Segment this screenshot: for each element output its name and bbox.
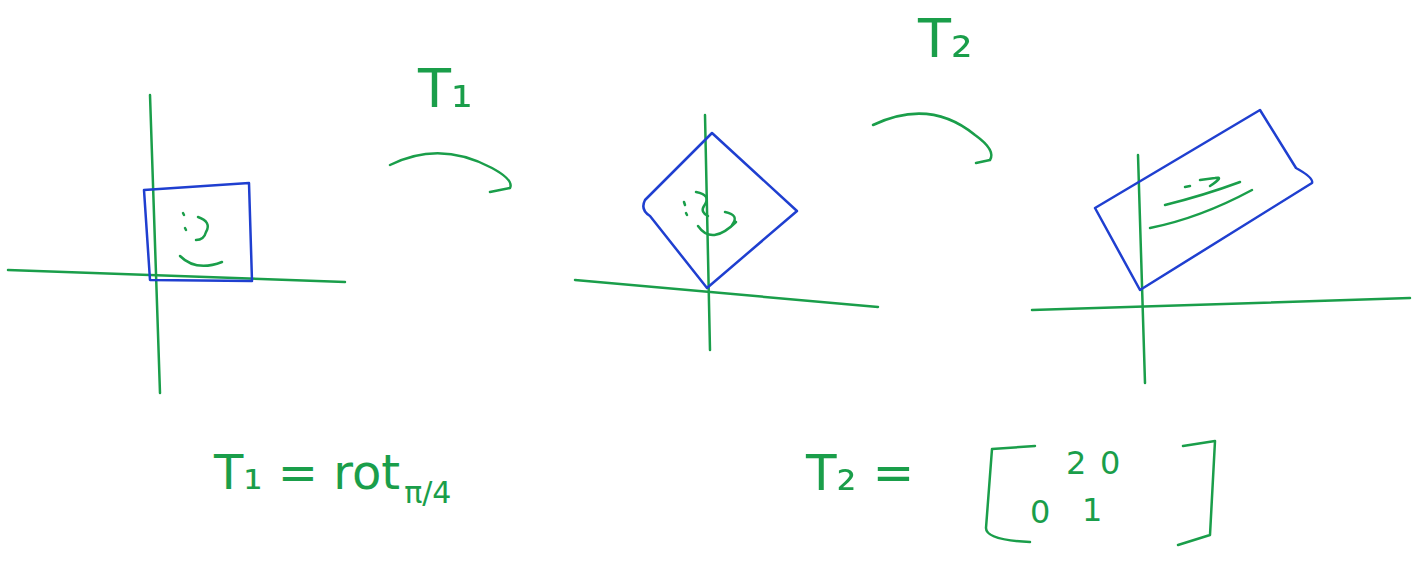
matrix-brackets — [986, 441, 1215, 545]
left-bracket — [986, 446, 1035, 542]
face-smile — [698, 212, 736, 235]
face-eyes — [183, 213, 186, 230]
math-label: T₂ = — [806, 448, 914, 498]
math-label: T₁ = rot — [214, 448, 400, 496]
shapes — [144, 110, 1312, 290]
face-nose — [196, 217, 208, 240]
maps — [390, 114, 991, 192]
right-bracket — [1178, 441, 1215, 545]
stretched-square — [1095, 110, 1312, 290]
face-eyes — [684, 202, 687, 215]
face-nose — [696, 192, 708, 216]
face-eyes — [1185, 178, 1219, 187]
matrix-entry: 0 — [1100, 447, 1120, 479]
matrix-entry: 2 — [1066, 447, 1086, 479]
y-axis — [1138, 155, 1145, 383]
curved-arrow — [390, 153, 511, 192]
unit-square — [144, 183, 252, 281]
y-axis — [150, 95, 160, 393]
face-smile — [1150, 182, 1252, 228]
faces — [180, 178, 1252, 266]
face-smile — [180, 256, 222, 266]
math-label: π/4 — [404, 478, 451, 508]
curved-arrow — [873, 114, 991, 163]
rotated-square — [643, 133, 797, 288]
axes — [8, 95, 1410, 393]
math-label: T₁ — [418, 62, 473, 116]
matrix-entry: 0 — [1030, 496, 1050, 528]
matrix-entry: 1 — [1082, 494, 1102, 526]
formula-row: T₁ = rotπ/4 — [214, 448, 451, 496]
x-axis — [1032, 298, 1410, 310]
x-axis — [575, 280, 878, 307]
math-label: T₂ — [918, 12, 973, 66]
